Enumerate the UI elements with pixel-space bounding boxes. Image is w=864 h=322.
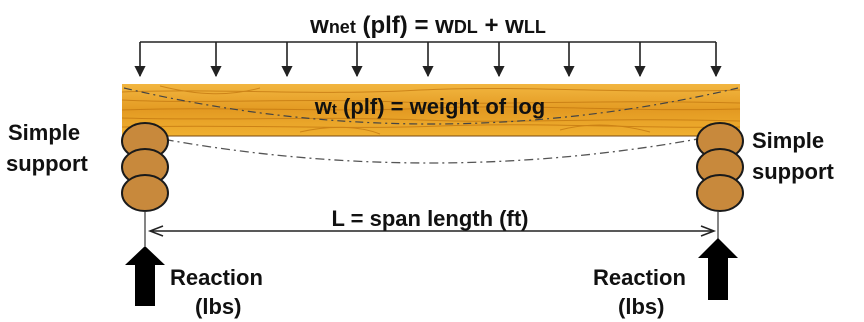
span-dimension — [147, 225, 717, 237]
span-label: L = span length (ft) — [332, 206, 529, 231]
load-net-subscript: net — [329, 17, 356, 37]
load-ll-subscript: LL — [524, 17, 546, 37]
load-label: wnet (plf) = wDL + wLL — [309, 12, 546, 39]
right-reaction-line1: Reaction — [593, 265, 686, 290]
left-support-label: Simple support — [6, 120, 89, 176]
left-support-line1: Simple — [8, 120, 80, 145]
right-support-line1: Simple — [752, 128, 824, 153]
weight-t-subscript: t — [332, 101, 337, 118]
span-arrow-left — [147, 225, 164, 237]
weight-w: w — [314, 94, 333, 119]
right-support-line2: support — [752, 159, 835, 184]
roller — [121, 174, 169, 212]
wood-grain — [121, 85, 741, 135]
deflection-curve-top — [123, 87, 739, 125]
right-reaction-arrow — [698, 238, 738, 300]
right-support-rollers — [696, 122, 744, 212]
distributed-load-arrows — [134, 41, 722, 78]
right-support-label: Simple support — [752, 128, 835, 184]
log-body — [122, 84, 740, 136]
load-w-dl: w — [434, 12, 454, 39]
right-reaction-label: Reaction (lbs) — [593, 265, 692, 319]
weight-label: wt (plf) = weight of log — [314, 94, 545, 119]
left-support-rollers — [121, 122, 169, 212]
right-reaction-line2: (lbs) — [618, 294, 664, 319]
deflected-shape-curve — [145, 135, 715, 164]
left-support-line2: support — [6, 151, 89, 176]
load-dl-subscript: DL — [454, 17, 478, 37]
left-reaction-arrow — [125, 246, 165, 306]
roller — [696, 174, 744, 212]
load-equals: (plf) = — [356, 12, 435, 39]
left-reaction-label: Reaction (lbs) — [170, 265, 269, 319]
load-plus: + — [478, 12, 505, 39]
left-reaction-line1: Reaction — [170, 265, 263, 290]
load-w: w — [309, 12, 329, 39]
weight-rest: (plf) = weight of log — [337, 94, 545, 119]
span-arrow-right — [700, 225, 717, 237]
load-w-ll: w — [504, 12, 524, 39]
log-beam — [121, 84, 741, 137]
left-reaction-line2: (lbs) — [195, 294, 241, 319]
